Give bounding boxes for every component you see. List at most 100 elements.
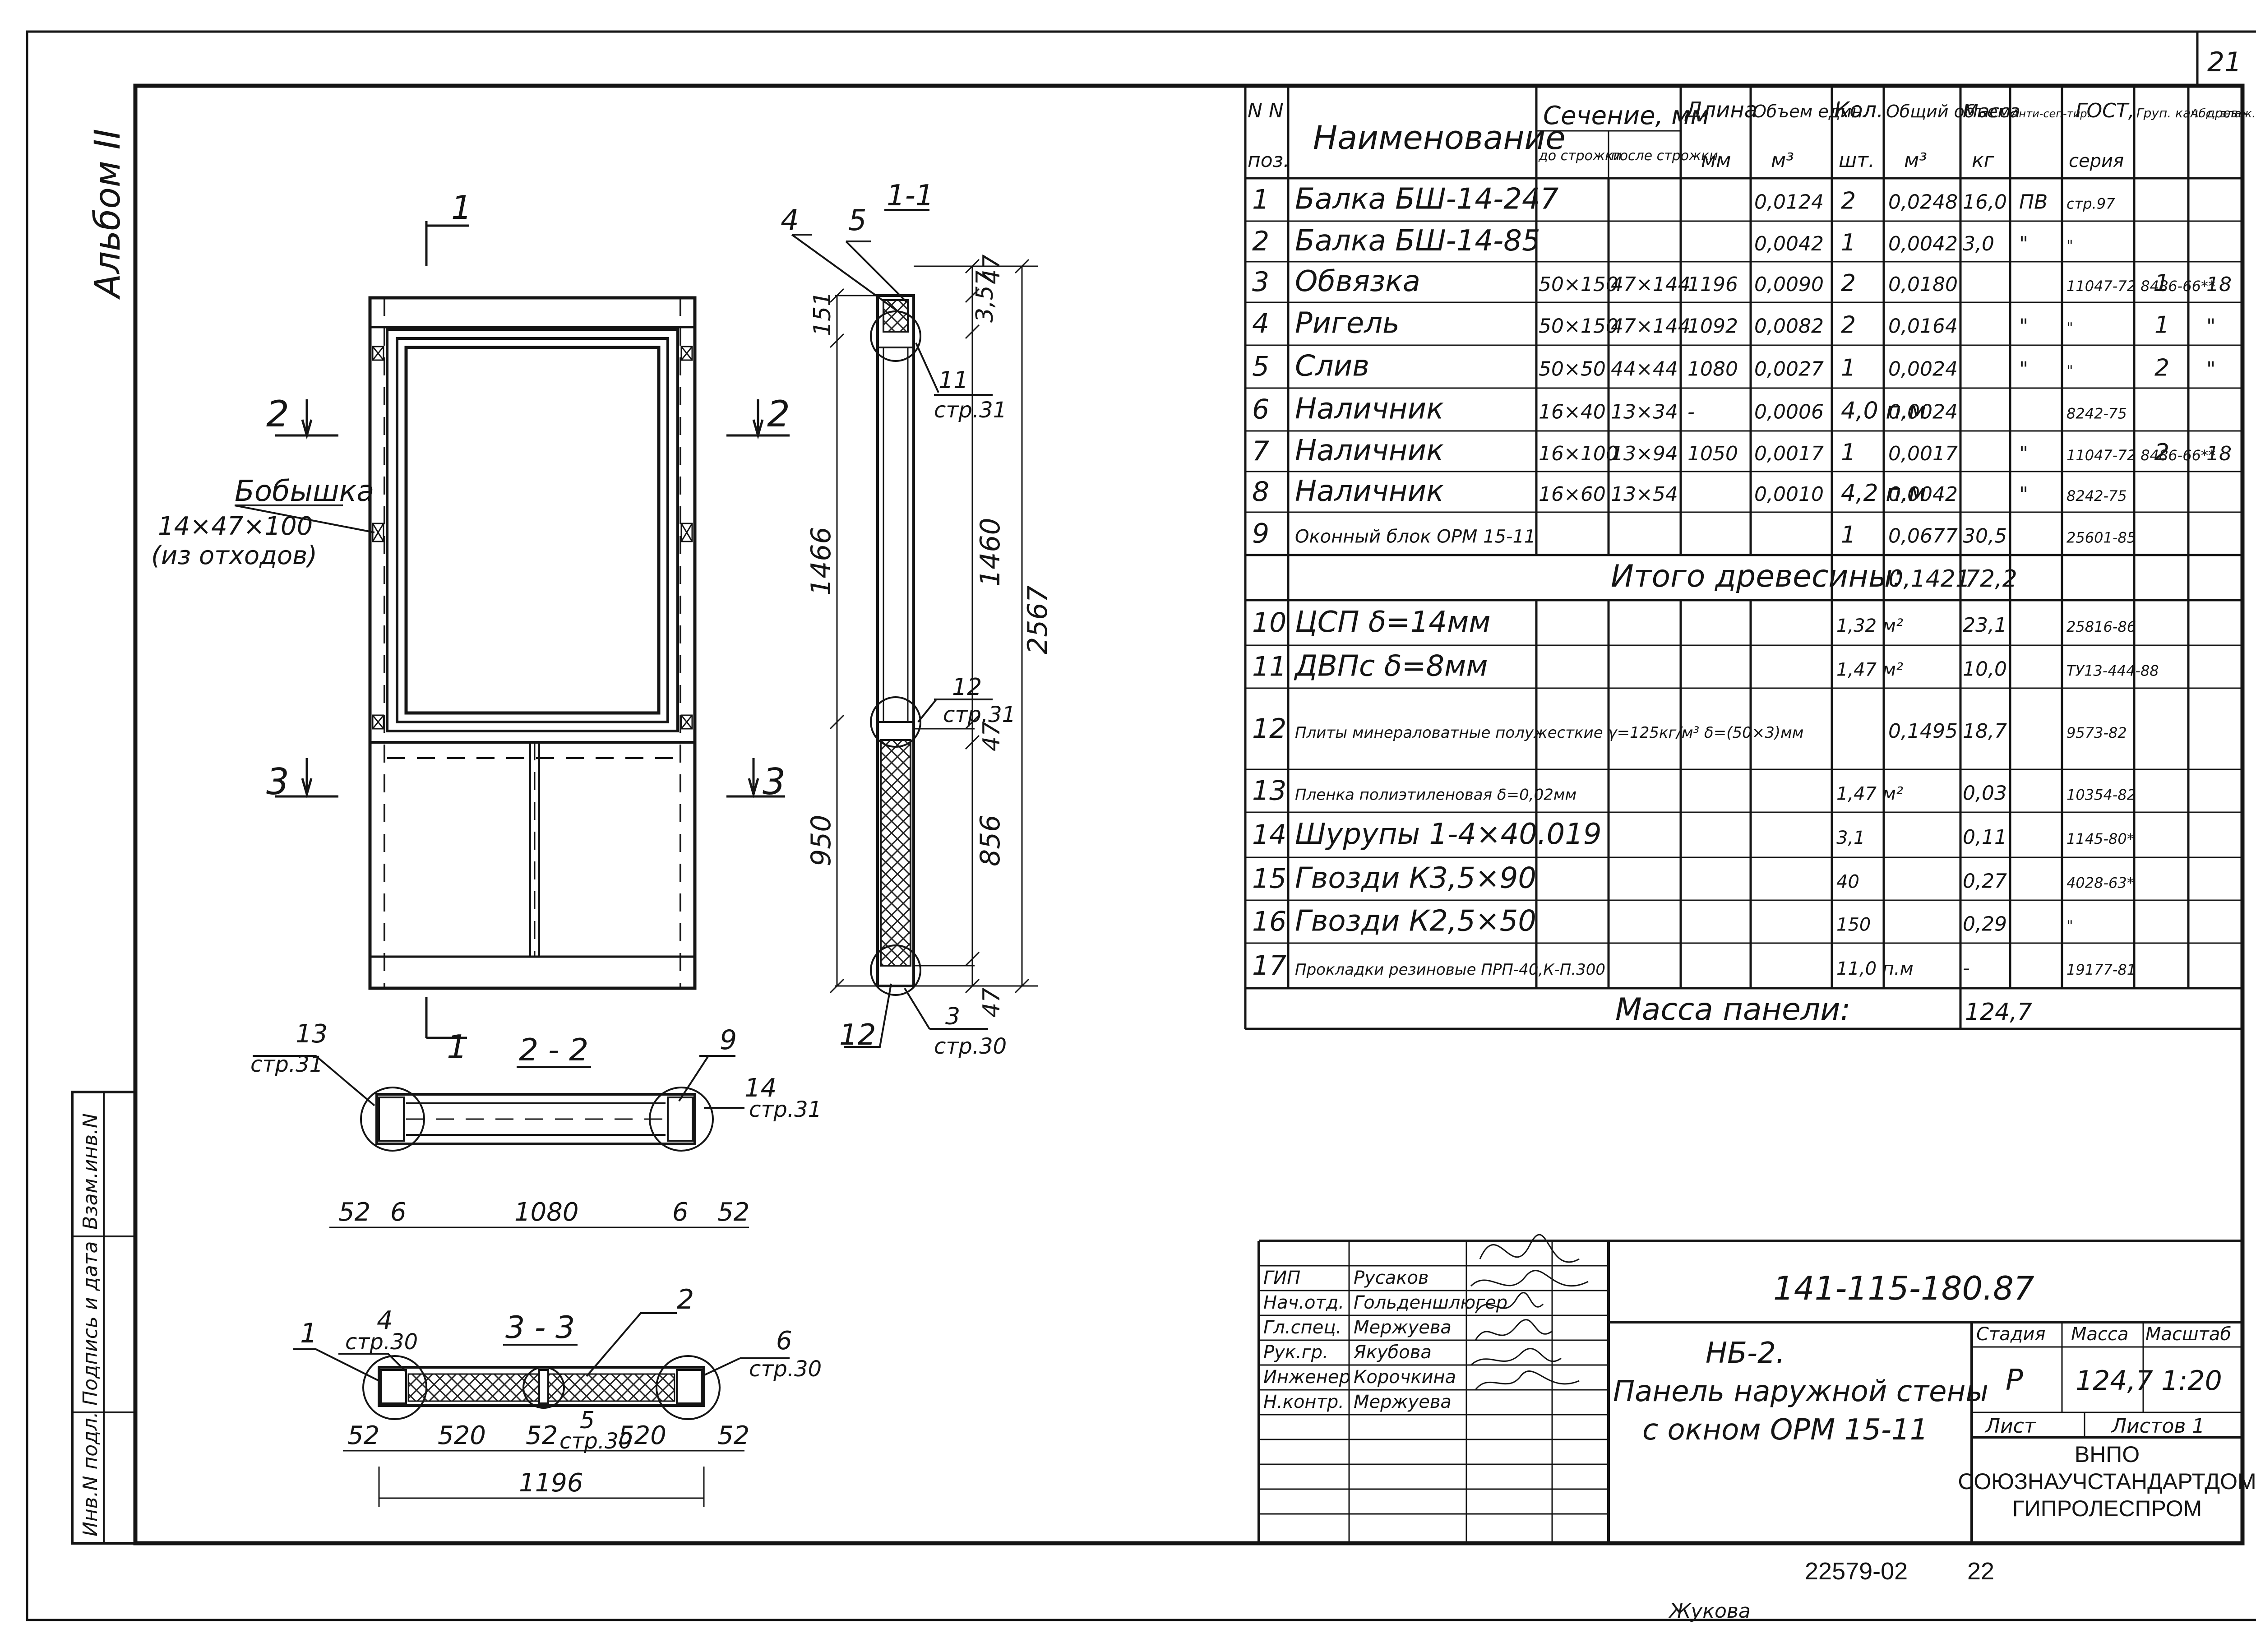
hdr-section: Сечение, мм <box>1543 101 1710 130</box>
cell-antisep: " <box>2019 358 2028 381</box>
cell-hum: " <box>2206 315 2215 338</box>
cell-qty: 1 <box>1841 439 1856 466</box>
cell-qty: 2 <box>1841 312 1856 339</box>
cell-vol-unit: 0,0010 <box>1754 483 1824 506</box>
cell-vol-total: 0,0042 <box>1888 483 1958 506</box>
cell-gost: 25601-85 <box>2066 529 2136 546</box>
callout-11-page: стр.31 <box>934 398 1007 423</box>
org-line-1: ВНПО <box>2075 1442 2140 1467</box>
cell-gost: 8242-75 <box>2066 405 2127 422</box>
cell-vol-total: 0,0024 <box>1888 401 1958 424</box>
cell-mass: 30,5 <box>1963 525 2007 548</box>
dim-520-a: 520 <box>438 1421 486 1450</box>
cell-grp: 1 <box>2154 270 2169 297</box>
mass-value-tb: 124,7 <box>2076 1365 2153 1397</box>
sheet-header: Лист <box>1984 1415 2036 1438</box>
tb-role: Гл.спец. <box>1263 1317 1341 1338</box>
cell-pos: 17 <box>1252 950 1286 981</box>
section-2-2: 2 - 2 13 стр.31 9 14 стр.31 52 6 1080 6 … <box>250 1019 822 1228</box>
callout-6-page: стр.30 <box>749 1356 822 1382</box>
section-mark-1-top: 1 <box>451 189 472 227</box>
boss-size: 14×47×100 <box>158 512 313 541</box>
cell-vol-total: 0,0042 <box>1888 232 1958 255</box>
tb-role: Инженер <box>1263 1367 1350 1388</box>
hdr-vol-total-u: м³ <box>1904 149 1927 172</box>
callout-2: 2 <box>677 1284 694 1315</box>
cell-name: Обвязка <box>1295 265 1420 298</box>
cell-length: 1092 <box>1687 315 1738 338</box>
cell-pos: 7 <box>1252 435 1269 467</box>
cell-grp: 2 <box>2154 439 2169 466</box>
callout-5: 5 <box>848 204 867 237</box>
tb-role: ГИП <box>1263 1268 1300 1288</box>
cell-pos: 10 <box>1252 607 1286 639</box>
cell-vol-unit: 0,0082 <box>1754 315 1824 338</box>
cell-before: 50×50 <box>1539 358 1606 381</box>
cell-pos: 2 <box>1252 226 1269 257</box>
cell-gost: стр.97 <box>2066 195 2115 213</box>
stage-value: Р <box>2006 1364 2023 1397</box>
cell-pos: 11 <box>1252 651 1286 683</box>
scale-header: Масштаб <box>2145 1324 2231 1345</box>
hdr-gost-b: серия <box>2069 151 2124 171</box>
cell-pos: 13 <box>1252 775 1286 807</box>
cell-pos: 9 <box>1252 518 1269 550</box>
stamp-col1: Взам.инв.N <box>79 1113 102 1230</box>
cell-name: Плиты минераловатные полужесткие γ=125кг… <box>1295 724 1803 742</box>
callout-1: 1 <box>300 1318 317 1349</box>
hdr-vol-total: Общий объем <box>1886 102 2011 121</box>
hdr-antisep: Анти-сеп-тир. <box>2011 107 2090 120</box>
cell-qty: 2 <box>1841 270 1856 297</box>
cell-qty: 1 <box>1841 355 1856 382</box>
callout-12b: 12 <box>839 1018 876 1052</box>
cell-gost: " <box>2066 319 2073 337</box>
cell-mass: 0,03 <box>1963 782 2007 805</box>
cell-after: 13×94 <box>1611 442 1678 465</box>
cell-mass: 23,1 <box>1963 614 2007 637</box>
callout-12a-page: стр.31 <box>943 702 1016 727</box>
section-3-3: 3 - 3 1 4 стр.30 2 6 стр.30 5 стр.30 52 … <box>293 1284 822 1507</box>
dim-52-a: 52 <box>347 1421 379 1450</box>
cell-qty: 1,47 м² <box>1836 660 1903 680</box>
mass-value: 124,7 <box>1965 999 2032 1026</box>
section-mark-2-left: 2 <box>266 393 289 435</box>
cell-hum: " <box>2206 358 2215 381</box>
cell-qty: 2 <box>1841 188 1856 215</box>
section-mark-3-left: 3 <box>266 761 289 803</box>
cell-name: Оконный блок ОРМ 15-11 <box>1295 527 1535 547</box>
section-mark-3-right: 3 <box>763 761 786 803</box>
section-mark-2-right: 2 <box>767 393 790 435</box>
tb-name: Мержуева <box>1354 1317 1452 1338</box>
cell-before: 50×150 <box>1539 315 1618 338</box>
hdr-mass-u: кг <box>1972 149 1995 172</box>
hdr-vol-unit-u: м³ <box>1771 149 1794 172</box>
cell-name: Пленка полиэтиленовая δ=0,02мм <box>1295 786 1576 804</box>
dim-1196: 1196 <box>519 1468 583 1498</box>
cell-qty: 4,0 п.м <box>1841 398 1926 425</box>
dim-52-c: 52 <box>717 1421 749 1450</box>
hdr-name: Наименование <box>1313 119 1566 157</box>
inner-frame <box>133 83 2245 1546</box>
cell-vol-total: 0,0180 <box>1888 273 1958 296</box>
sheets-header: Листов 1 <box>2111 1415 2205 1438</box>
cell-antisep: " <box>2019 483 2028 506</box>
callout-3-page: стр.30 <box>934 1034 1007 1059</box>
cell-gost: 4028-63* <box>2066 875 2134 892</box>
tb-name: Русаков <box>1354 1268 1429 1288</box>
hdr-section-before: до строжки <box>1538 148 1622 164</box>
cell-gost: 10354-82 <box>2066 787 2136 804</box>
cell-length: 1050 <box>1687 442 1738 465</box>
cell-hum: 18 <box>2206 273 2232 296</box>
cell-name: Гвозди К2,5×50 <box>1295 905 1536 938</box>
title-line-1: НБ-2. <box>1706 1337 1785 1370</box>
tb-name: Гольденшлюгер <box>1354 1292 1507 1313</box>
dim-1466: 1466 <box>805 527 837 596</box>
cell-mass: 10,0 <box>1963 658 2007 681</box>
cell-vol-total: 0,0248 <box>1888 191 1958 214</box>
dim-52-b: 52 <box>526 1421 558 1450</box>
mass-header: Масса <box>2071 1324 2129 1345</box>
cell-before: 16×40 <box>1539 401 1606 424</box>
cell-name: Балка БШ-14-85 <box>1295 224 1540 258</box>
